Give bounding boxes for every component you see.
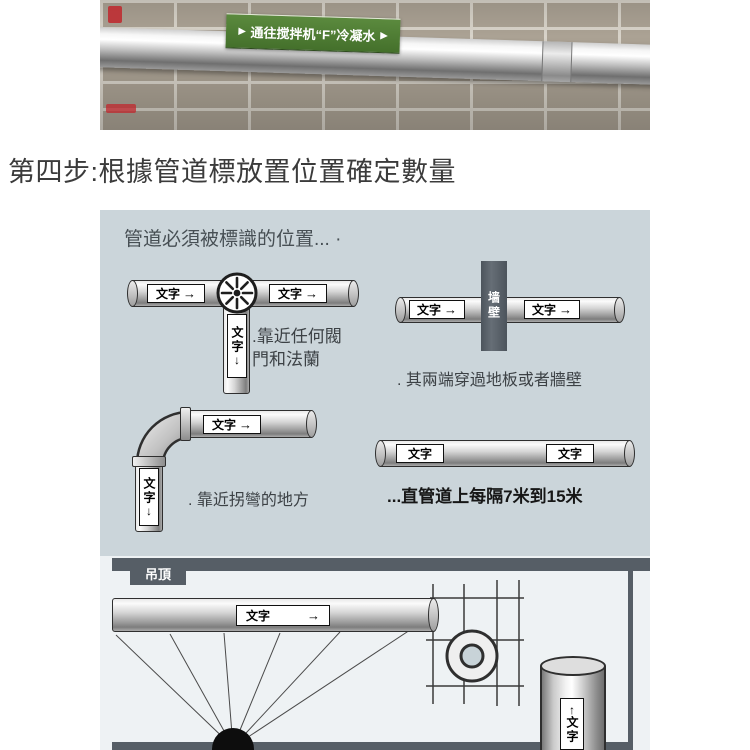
ceiling-pipe — [112, 598, 439, 632]
pipe-marker: 文字 → — [269, 284, 327, 303]
marker-text: 文字 — [230, 326, 244, 354]
installation-diagram: 吊頂 文字 → ↑ 文字 — [100, 556, 650, 750]
marker-text: 文字 — [416, 302, 441, 317]
right-arrow-icon: ▶ — [238, 25, 246, 36]
marker-text: 文字 — [155, 286, 180, 301]
pipe-end-cap — [306, 410, 317, 438]
pipe-end-cap — [127, 280, 138, 307]
pipe-end-cap — [348, 280, 359, 307]
ceiling-label: 吊頂 — [130, 558, 186, 585]
pipe-marker: 文字 → — [203, 415, 261, 434]
pipe-label-text: 通往搅拌机“F”冷凝水 — [250, 25, 376, 44]
pipe-end-cap — [395, 297, 406, 323]
wall-caption: . 其兩端穿過地板或者牆壁 — [397, 372, 582, 389]
pipe-marker: 文字 — [546, 444, 594, 463]
red-watermark — [108, 6, 122, 23]
pipe-joint — [541, 41, 573, 83]
pipe-marker: 文字 — [396, 444, 444, 463]
pipe-marker: 文字 → — [236, 605, 330, 626]
pipe-end-cap — [428, 598, 439, 632]
marker-text: 文字 — [407, 446, 432, 461]
wall-label: 墙壁 — [486, 291, 501, 321]
positions-panel: 管道必須被標識的位置... · 文字 → 文字 → 文字 ↓ — [100, 210, 650, 556]
right-arrow-icon: → — [559, 302, 572, 317]
straight-caption: ...直管道上每隔7米到15米 — [387, 487, 583, 506]
pipe-marker: 文字 → — [409, 300, 465, 319]
pipe-photo: ▶ 通往搅拌机“F”冷凝水 ▶ — [100, 0, 650, 130]
right-arrow-icon: ▶ — [380, 30, 388, 41]
elbow-collar — [180, 407, 191, 441]
right-arrow-icon: → — [183, 286, 196, 301]
marker-text: 文字 — [557, 446, 582, 461]
down-arrow-icon: ↓ — [146, 504, 152, 518]
up-arrow-icon: ↑ — [569, 703, 575, 717]
down-arrow-icon: ↓ — [234, 353, 240, 367]
panel-title: 管道必須被標識的位置... · — [124, 229, 342, 250]
pipe-marker-vertical: ↑ 文字 — [560, 698, 584, 750]
pipe-marker: 文字 → — [524, 300, 580, 319]
red-watermark — [106, 104, 136, 113]
right-arrow-icon: → — [305, 286, 318, 301]
pipe-end-cap — [614, 297, 625, 323]
pipe-marker: 文字 → — [147, 284, 205, 303]
pipe-end-cap — [375, 440, 386, 467]
floor-bar — [112, 742, 633, 750]
marker-text: 文字 — [246, 608, 271, 623]
green-pipe-label: ▶ 通往搅拌机“F”冷凝水 ▶ — [225, 13, 401, 54]
marker-text: 文字 — [142, 477, 156, 505]
pipe-marker-vertical: 文字 ↓ — [139, 468, 159, 526]
marker-text: 文字 — [277, 286, 302, 301]
marker-text: 文字 — [211, 417, 236, 432]
elbow-collar — [132, 456, 166, 467]
pipe-marker-vertical: 文字 ↓ — [227, 314, 247, 378]
right-wall-line — [628, 569, 633, 750]
viewpoint-dot — [212, 728, 254, 750]
ceiling-bar — [112, 558, 650, 571]
riser-top-cap — [540, 656, 606, 676]
marker-text: 文字 — [565, 716, 579, 744]
ceiling-label-text: 吊頂 — [144, 567, 171, 582]
pipe-end-cap — [624, 440, 635, 467]
step-heading: 第四步:根據管道標放置位置確定數量 — [8, 157, 457, 187]
valve-caption: .靠近任何閥門和法蘭 — [252, 327, 342, 369]
marker-text: 文字 — [531, 302, 556, 317]
valve-fan-icon — [214, 270, 260, 316]
right-arrow-icon: → — [444, 302, 457, 317]
right-arrow-icon: → — [307, 608, 320, 623]
vertical-riser-pipe: ↑ 文字 — [540, 656, 606, 750]
elbow-caption: . 靠近拐彎的地方 — [188, 492, 309, 509]
diagram-lines — [115, 580, 524, 748]
wall-block: 墙壁 — [481, 261, 507, 351]
right-arrow-icon: → — [239, 417, 252, 432]
